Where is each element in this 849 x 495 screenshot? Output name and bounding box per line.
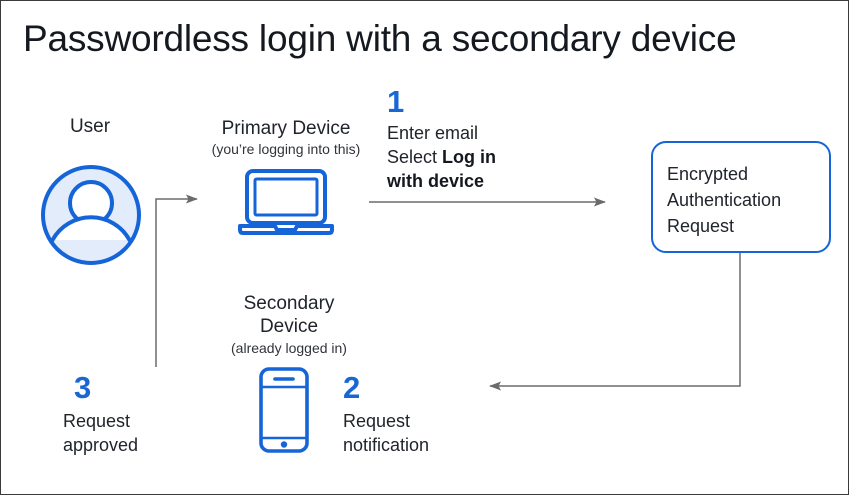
step-1-line-2: Select Log in (387, 145, 617, 169)
primary-device-sublabel: (you’re logging into this) (211, 141, 361, 157)
secondary-device-sublabel: (already logged in) (231, 340, 347, 356)
smartphone-icon (259, 367, 309, 453)
step-1-line-3-bold: with device (387, 171, 485, 191)
secondary-device-label-line-2: Device (259, 316, 319, 337)
user-label: User (69, 116, 111, 137)
secondary-device-label-line-1: Secondary (243, 293, 335, 314)
step-3-text: Request approved (63, 409, 223, 457)
step-2-text: Request notification (343, 409, 503, 457)
encrypted-auth-request-label: Encrypted Authentication Request (667, 164, 782, 236)
step-1-line-1: Enter email (387, 123, 479, 143)
encrypted-auth-request-box (651, 141, 831, 253)
user-avatar-icon (41, 165, 141, 265)
laptop-icon (238, 169, 334, 235)
page-title: Passwordless login with a secondary devi… (23, 18, 737, 59)
step-1-text: Enter email Select Log in with device (387, 121, 617, 193)
step-2-line-1: Request (343, 411, 411, 431)
primary-device-label: Primary Device (221, 118, 351, 139)
arrow-auth-to-secondary (489, 253, 741, 391)
step-3-number: 3 (74, 370, 92, 405)
step-3-line-2: approved (63, 435, 139, 455)
step-1-line-2-bold: Log in (442, 147, 497, 167)
step-1-line-3: with device (387, 169, 617, 193)
arrow-secondary-to-primary (155, 194, 198, 367)
step-2-number: 2 (343, 370, 361, 405)
step-1-number: 1 (387, 84, 405, 119)
step-1-line-2-prefix: Select (387, 147, 443, 167)
step-3-line-1: Request (63, 411, 131, 431)
step-2-line-2: notification (343, 435, 430, 455)
